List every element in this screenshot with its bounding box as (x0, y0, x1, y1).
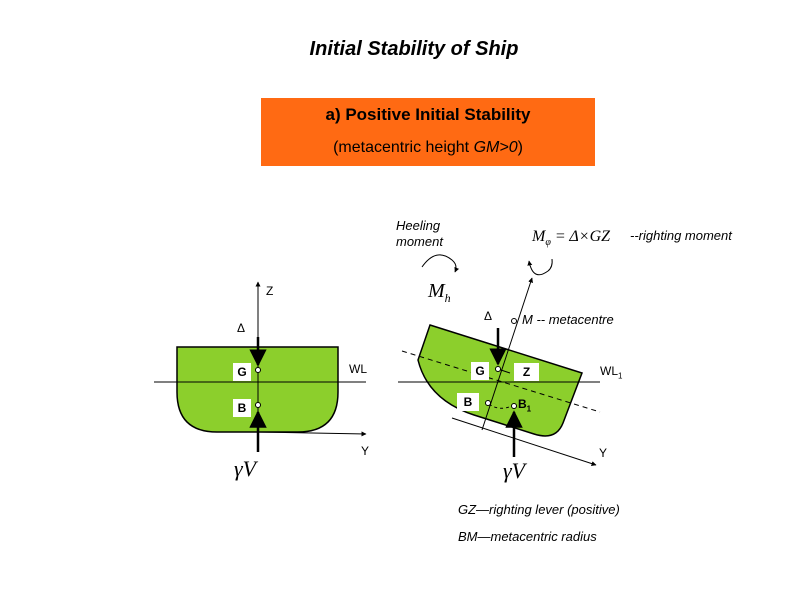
left-g-label: G (233, 363, 251, 381)
right-b-label: B (457, 393, 479, 411)
heeling-moment-symbol: Mh (428, 280, 451, 305)
right-inclined-waterline (401, 350, 601, 413)
slide-title: Initial Stability of Ship (309, 38, 519, 60)
right-y-axis (451, 417, 597, 466)
left-g-point (255, 367, 261, 373)
left-b-label: B (233, 399, 251, 417)
metacentre-label: M -- metacentre (522, 312, 614, 327)
gz-note: GZ—righting lever (positive) (458, 502, 620, 517)
right-waterline-label: WL1 (600, 364, 623, 381)
positive-stability-banner: a) Positive Initial Stability (metacentr… (261, 98, 595, 166)
b1-point (511, 403, 517, 409)
left-b-point (255, 402, 261, 408)
banner-subheading: (metacentric height GM>0) (333, 139, 523, 156)
left-waterline-label: WL (349, 362, 367, 376)
righting-moment-arrow (527, 258, 553, 276)
bm-note: BM—metacentric radius (458, 529, 597, 544)
right-b-point (485, 400, 491, 406)
b1-label: B1 (518, 397, 532, 414)
heeling-moment-arrow (421, 254, 460, 273)
righting-moment-label: --righting moment (630, 228, 732, 243)
left-y-axis-label: Y (361, 444, 370, 458)
left-buoyancy-label: γV (234, 456, 257, 481)
right-hull (417, 324, 583, 437)
right-displacement-label: Δ (484, 309, 493, 323)
banner-heading: a) Positive Initial Stability (325, 105, 531, 124)
left-z-axis-label: Z (266, 284, 274, 298)
m-point (511, 318, 517, 324)
b-to-b1-path (488, 403, 515, 409)
right-buoyancy-label: γV (503, 458, 526, 483)
right-g-label: G (471, 362, 489, 380)
left-y-axis (257, 431, 367, 437)
right-g-point (495, 366, 501, 372)
righting-moment-formula: Mφ = Δ×GZ (532, 228, 611, 249)
heeling-moment-label: Heeling moment (396, 218, 443, 249)
right-y-axis-label: Y (599, 446, 608, 460)
right-z-label: Z (514, 363, 539, 381)
left-displacement-label: Δ (237, 321, 246, 335)
